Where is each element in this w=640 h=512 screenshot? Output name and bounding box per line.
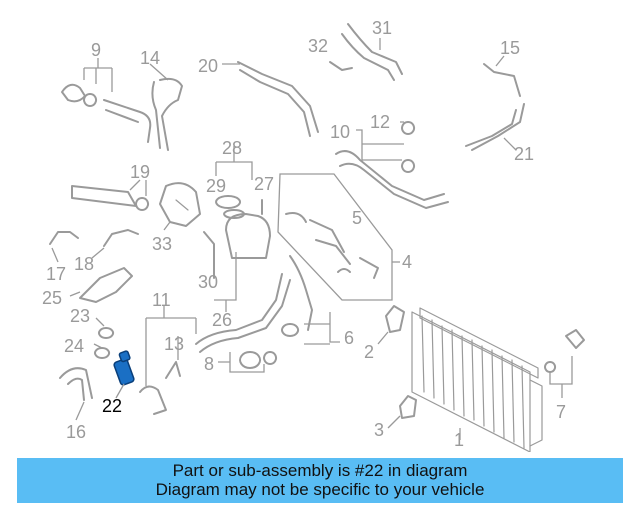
callout-8: 8 bbox=[204, 354, 214, 374]
callout-6: 6 bbox=[344, 328, 354, 348]
callout-19: 19 bbox=[130, 162, 150, 182]
callout-26: 26 bbox=[212, 310, 232, 330]
callout-27: 27 bbox=[254, 174, 274, 194]
callout-9: 9 bbox=[91, 40, 101, 60]
callout-18: 18 bbox=[74, 254, 94, 274]
part-2-bracket bbox=[377, 305, 405, 345]
callout-25: 25 bbox=[42, 288, 62, 308]
part-27-28-29-group bbox=[215, 146, 271, 259]
caption-line-2: Diagram may not be specific to your vehi… bbox=[155, 480, 485, 499]
callout-11: 11 bbox=[152, 290, 171, 310]
callout-2: 2 bbox=[364, 342, 374, 362]
callout-10: 10 bbox=[330, 122, 350, 142]
callout-24: 24 bbox=[64, 336, 84, 356]
caption-line-1: Part or sub-assembly is #22 in diagram bbox=[172, 461, 468, 480]
diagram-caption-banner: Part or sub-assembly is #22 in diagram D… bbox=[17, 458, 623, 503]
callout-30: 30 bbox=[198, 272, 218, 292]
callout-4: 4 bbox=[402, 252, 412, 272]
part-14-group bbox=[149, 63, 183, 151]
part-3-bracket bbox=[387, 395, 417, 429]
callout-23: 23 bbox=[70, 306, 90, 326]
part-4-5-group bbox=[277, 173, 400, 301]
part-19-33-group bbox=[71, 179, 201, 231]
callout-28: 28 bbox=[222, 138, 242, 158]
part-31-32-group bbox=[329, 23, 403, 81]
part-22-sensor bbox=[113, 350, 135, 399]
callout-1: 1 bbox=[454, 430, 464, 450]
part-1-radiator bbox=[411, 307, 543, 452]
callout-16: 16 bbox=[66, 422, 86, 442]
callout-5: 5 bbox=[352, 208, 362, 228]
callout-15: 15 bbox=[500, 38, 520, 58]
callout-13: 13 bbox=[164, 334, 184, 354]
part-16-group bbox=[59, 367, 93, 421]
callout-3: 3 bbox=[374, 420, 384, 440]
callout-31: 31 bbox=[372, 18, 392, 38]
part-26-30-group bbox=[195, 231, 313, 353]
part-11-13-group bbox=[139, 306, 197, 415]
part-20-group bbox=[222, 61, 319, 137]
callout-12: 12 bbox=[370, 112, 390, 132]
callout-20: 20 bbox=[198, 56, 218, 76]
part-9-group bbox=[61, 58, 152, 143]
callout-33: 33 bbox=[152, 234, 172, 254]
callout-17: 17 bbox=[46, 264, 66, 284]
callout-7: 7 bbox=[556, 402, 566, 422]
part-15-21-group bbox=[465, 55, 525, 151]
part-10-12-group bbox=[335, 121, 449, 209]
part-17-18-25-group bbox=[49, 229, 139, 359]
callout-14: 14 bbox=[140, 48, 160, 68]
callout-29: 29 bbox=[206, 176, 226, 196]
callout-21: 21 bbox=[514, 144, 534, 164]
part-6-8-group bbox=[218, 312, 340, 373]
parts-diagram: 9 14 20 32 31 15 12 10 21 28 19 29 27 5 … bbox=[42, 18, 585, 452]
callout-32: 32 bbox=[308, 36, 328, 56]
callout-22: 22 bbox=[102, 396, 122, 416]
part-7-group bbox=[544, 329, 585, 398]
